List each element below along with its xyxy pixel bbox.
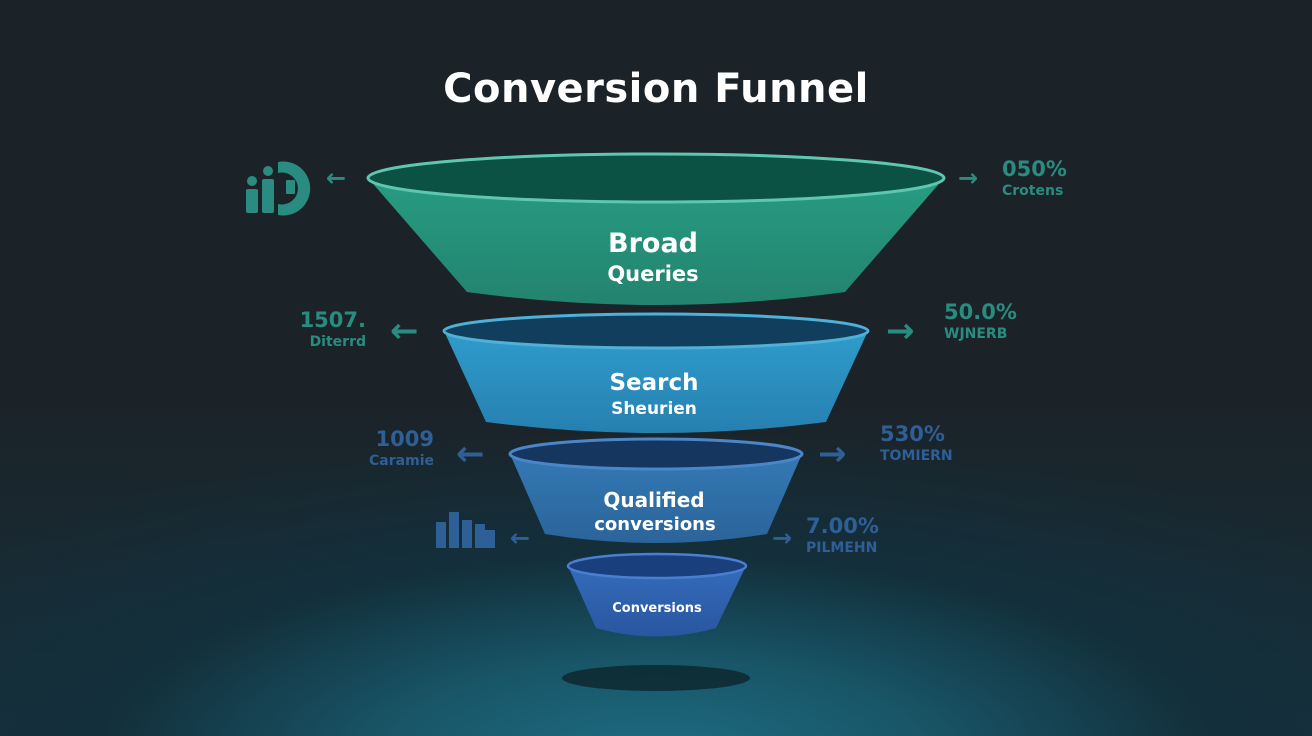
right-stat-1: 050% Crotens bbox=[1002, 157, 1112, 201]
funnel-shadow bbox=[562, 665, 750, 691]
right-stat-2-label: WJNERB bbox=[944, 326, 1008, 342]
left-stat-1-label: Diterrd bbox=[309, 334, 366, 350]
funnel-stage-search: Search Sheurien bbox=[442, 312, 870, 433]
people-target-icon bbox=[246, 161, 311, 216]
page-title: Conversion Funnel bbox=[443, 66, 869, 112]
right-stat-3-value: 530% bbox=[880, 422, 945, 446]
bar-chart-icon bbox=[436, 512, 495, 548]
arrow-right-icon: → bbox=[818, 434, 847, 474]
stage-3-line-2: conversions bbox=[594, 514, 715, 535]
stage-3-line-1: Qualified bbox=[603, 488, 704, 512]
funnel-stage-qualified: Qualified conversions bbox=[508, 437, 804, 543]
left-stat-1: 1507. Diterrd bbox=[270, 308, 366, 352]
arrow-right-icon: → bbox=[772, 524, 793, 552]
stage-4-line-1: Conversions bbox=[612, 601, 702, 616]
funnel-stage-broad-queries: Broad Queries bbox=[366, 152, 946, 305]
right-stat-3: 530% TOMIERN bbox=[880, 422, 1000, 466]
right-stat-4-label: PILMEHN bbox=[806, 540, 878, 556]
right-stat-2: 50.0% WJNERB bbox=[944, 300, 1064, 344]
left-stat-2-value: 1009 bbox=[375, 427, 434, 451]
right-stat-1-value: 050% bbox=[1002, 157, 1067, 181]
left-stat-2-label: Caramie bbox=[369, 453, 434, 469]
arrow-left-icon: ← bbox=[326, 164, 347, 192]
arrow-left-icon: ← bbox=[456, 434, 485, 474]
arrow-left-icon: ← bbox=[510, 524, 531, 552]
arrow-right-icon: → bbox=[886, 311, 915, 351]
left-stat-2: 1009 Caramie bbox=[330, 427, 434, 471]
right-stat-4-value: 7.00% bbox=[806, 514, 879, 538]
stage-1-line-2: Queries bbox=[607, 262, 698, 286]
arrow-right-icon: → bbox=[958, 164, 979, 192]
funnel-stage-conversions: Conversions bbox=[566, 552, 748, 637]
left-stat-1-value: 1507. bbox=[299, 308, 366, 332]
stage-2-line-1: Search bbox=[609, 370, 698, 396]
stage-1-line-1: Broad bbox=[608, 228, 698, 259]
right-stat-3-label: TOMIERN bbox=[880, 448, 953, 464]
arrow-left-icon: ← bbox=[390, 311, 419, 351]
right-stat-2-value: 50.0% bbox=[944, 300, 1017, 324]
stage-2-line-2: Sheurien bbox=[611, 399, 697, 419]
right-stat-4: 7.00% PILMEHN bbox=[806, 514, 926, 558]
right-stat-1-label: Crotens bbox=[1002, 183, 1064, 199]
